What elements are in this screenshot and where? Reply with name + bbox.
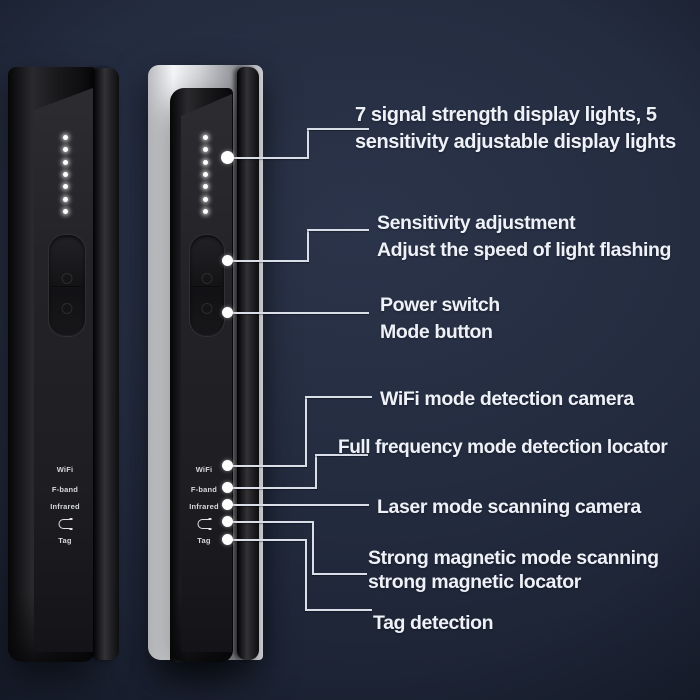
- annotation-power-line2: Mode button: [380, 321, 493, 343]
- callout-line: [232, 521, 314, 523]
- callout-line: [232, 487, 317, 489]
- led-light: [203, 160, 208, 165]
- callout-dot-magnetic: [222, 516, 233, 527]
- callout-line: [232, 157, 309, 159]
- callout-line: [305, 396, 307, 467]
- annotation-tag-detection: Tag detection: [373, 612, 494, 634]
- callout-dot-full-frequency: [222, 482, 233, 493]
- annotation-power-line1: Power switch: [380, 294, 500, 316]
- callout-line: [307, 128, 369, 130]
- left-device-front-panel: [34, 88, 93, 652]
- led-light: [203, 135, 208, 140]
- panel-label-wifi: WiFi: [56, 465, 74, 474]
- left-device-clip: [93, 68, 119, 660]
- led-light: [203, 172, 208, 177]
- callout-line: [232, 504, 369, 506]
- panel-label-infrared: Infrared: [50, 502, 80, 511]
- callout-dot-laser: [222, 499, 233, 510]
- led-light: [203, 147, 208, 152]
- callout-line: [232, 465, 307, 467]
- annotation-magnetic-mode: Strong magnetic mode scanning strong mag…: [368, 546, 659, 594]
- callout-line: [305, 609, 372, 611]
- callout-line: [232, 260, 309, 262]
- callout-line: [312, 573, 367, 575]
- annotation-signal-lights: 7 signal strength display lights, 5 sens…: [355, 102, 676, 156]
- led-light: [203, 197, 208, 202]
- callout-line: [307, 128, 309, 159]
- led-light: [203, 209, 208, 214]
- annotation-magnetic-mode-line1: Strong magnetic mode scanning: [368, 547, 659, 569]
- left-device-button-rocker: [48, 234, 86, 337]
- right-device-button-rocker: [189, 234, 225, 337]
- annotation-laser-mode: Laser mode scanning camera: [377, 496, 641, 518]
- callout-line: [307, 229, 369, 231]
- annotation-power: Power switch Mode button: [380, 292, 500, 346]
- panel-label-tag: Tag: [58, 536, 72, 545]
- annotation-wifi-mode: WiFi mode detection camera: [380, 388, 634, 410]
- callout-line: [305, 539, 307, 611]
- led-light: [203, 184, 208, 189]
- power-button-icon: [201, 303, 213, 314]
- callout-line: [312, 521, 314, 575]
- callout-line: [305, 396, 372, 398]
- led-light: [63, 172, 68, 177]
- led-light: [63, 184, 68, 189]
- callout-dot-power: [222, 307, 233, 318]
- callout-dot-sensitivity: [222, 255, 233, 266]
- magnet-icon: [197, 518, 212, 530]
- callout-dot-wifi: [222, 460, 233, 471]
- callout-line: [307, 229, 309, 262]
- led-light: [63, 147, 68, 152]
- panel-label-f-band: F-band: [51, 485, 79, 494]
- callout-dot-signal-lights: [221, 151, 234, 164]
- panel-label-tag: Tag: [197, 536, 211, 545]
- callout-line: [232, 539, 307, 541]
- led-light: [63, 209, 68, 214]
- panel-label-wifi: WiFi: [195, 465, 213, 474]
- annotation-sensitivity-line2: Adjust the speed of light flashing: [377, 239, 672, 261]
- callout-line: [232, 312, 369, 314]
- sensitivity-button-icon: [61, 273, 73, 284]
- led-light: [63, 135, 68, 140]
- led-light: [63, 160, 68, 165]
- magnet-icon: [58, 518, 73, 530]
- annotation-signal-lights-line2: sensitivity adjustable display lights: [355, 131, 676, 153]
- annotation-sensitivity-line1: Sensitivity adjustment: [377, 212, 576, 234]
- right-device-clip: [237, 67, 259, 660]
- panel-label-infrared: Infrared: [189, 502, 219, 511]
- annotation-full-frequency-mode: Full frequency mode detection locator: [338, 437, 668, 458]
- annotation-sensitivity: Sensitivity adjustment Adjust the speed …: [377, 210, 671, 264]
- led-light: [63, 197, 68, 202]
- power-button-icon: [61, 303, 73, 314]
- annotation-magnetic-mode-line2: strong magnetic locator: [368, 571, 581, 593]
- annotation-signal-lights-line1: 7 signal strength display lights, 5: [355, 104, 657, 126]
- sensitivity-button-icon: [201, 273, 213, 284]
- panel-label-f-band: F-band: [190, 485, 218, 494]
- callout-line: [315, 454, 368, 456]
- callout-dot-tag: [222, 534, 233, 545]
- callout-line: [315, 454, 317, 489]
